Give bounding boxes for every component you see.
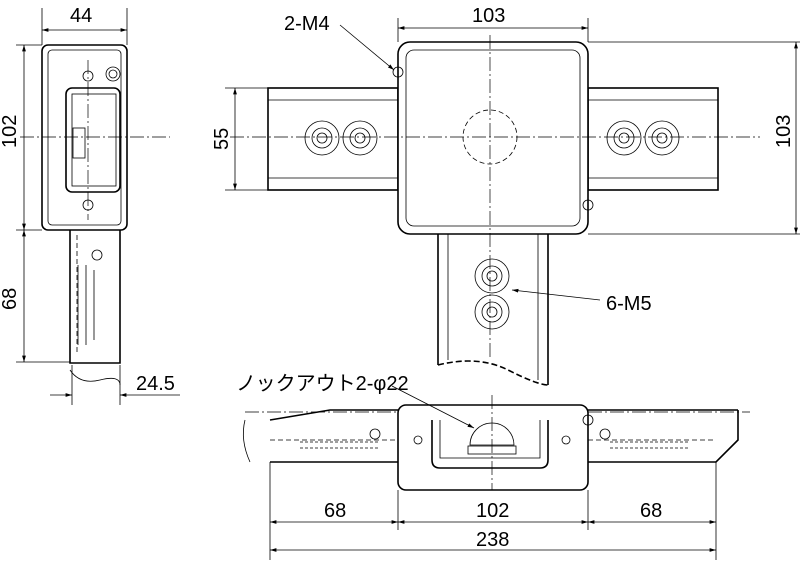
top-height-label: 103 xyxy=(773,115,795,148)
front-view: ノックアウト2-φ22 68 102 68 238 xyxy=(236,372,750,560)
front-center-label: 102 xyxy=(476,500,509,522)
side-view: 44 102 68 24.5 xyxy=(0,5,180,405)
front-left-label: 68 xyxy=(324,500,346,522)
side-height-label: 102 xyxy=(0,115,21,148)
bracket-width-label: 24.5 xyxy=(136,373,175,395)
top-width-label: 103 xyxy=(472,5,505,27)
side-width-label: 44 xyxy=(70,5,92,27)
bracket-height-label: 68 xyxy=(0,288,21,310)
terminal-screws xyxy=(304,120,680,330)
front-right-label: 68 xyxy=(640,500,662,522)
screw-label: 2-M4 xyxy=(284,13,330,35)
top-view: 103 2-M4 55 103 6-M5 xyxy=(211,5,800,386)
terminal-label: 6-M5 xyxy=(606,293,652,315)
knockout-label: ノックアウト2-φ22 xyxy=(236,372,409,395)
front-total-label: 238 xyxy=(476,529,509,551)
rail-height-label: 55 xyxy=(211,128,233,150)
